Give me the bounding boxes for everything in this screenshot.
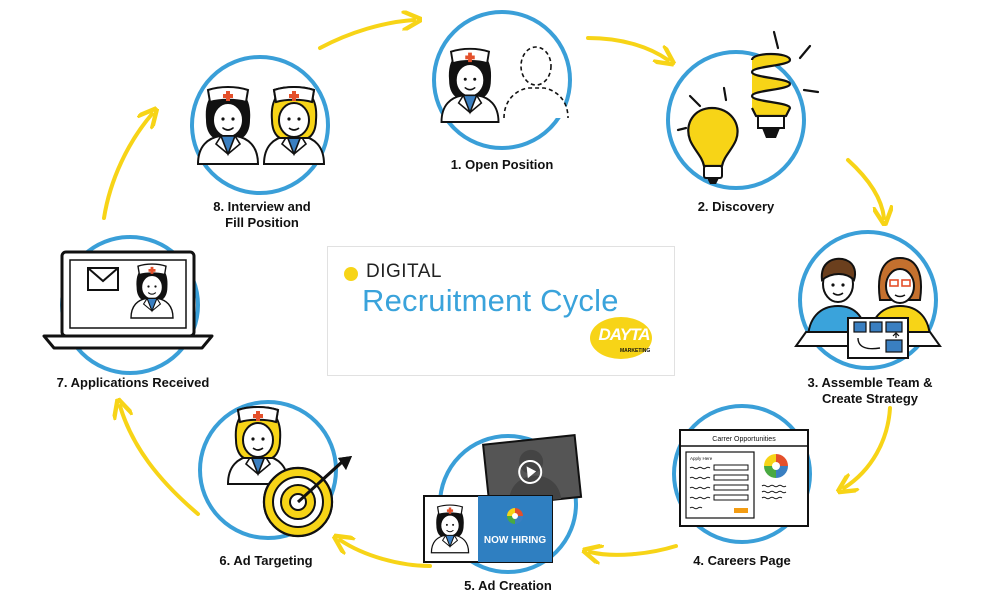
label-ad-targeting: 6. Ad Targeting — [219, 553, 313, 568]
sparkle-lines — [676, 30, 820, 132]
brand-subtitle: MARKETING — [620, 348, 651, 354]
play-icon — [518, 459, 543, 484]
arrow-7-to-8 — [102, 114, 152, 220]
arrow-1-to-2 — [586, 36, 668, 60]
careers-webpage-icon: Carrer Opportunities Apply Here — [679, 429, 809, 527]
cycle-arrows — [102, 20, 892, 568]
step-assemble-team — [794, 230, 942, 370]
now-hiring-text: NOW HIRING — [484, 535, 546, 546]
careers-header-text: Carrer Opportunities — [712, 436, 776, 443]
label-ad-creation: 5. Ad Creation — [464, 578, 552, 593]
step-discovery — [666, 30, 820, 190]
center-subtitle: DIGITAL — [366, 261, 442, 282]
brand-logo: DAYTA MARKETING — [590, 317, 652, 359]
label-careers-page: 4. Careers Page — [693, 553, 791, 568]
arrow-5-to-6 — [340, 540, 432, 568]
vacant-silhouette-icon — [503, 46, 569, 119]
step-interview — [190, 55, 330, 195]
apply-here-text: Apply Here — [690, 456, 713, 461]
cfl-bulb-icon — [750, 52, 792, 138]
hiring-ad-card-icon: NOW HIRING — [423, 495, 553, 563]
text-lines — [761, 484, 787, 500]
step-careers-page: Carrer Opportunities Apply Here — [672, 404, 812, 544]
label-assemble-team: 3. Assemble Team & Create Strategy — [807, 375, 933, 406]
arrow-6-to-7 — [120, 406, 200, 516]
arrow-8-to-1 — [318, 20, 414, 50]
center-title-card: DIGITAL Recruitment Cycle DAYTA MARKETIN… — [327, 246, 675, 376]
brand-logo-icon — [507, 508, 523, 524]
step-applications-received — [42, 235, 214, 375]
step-ad-targeting — [198, 400, 352, 540]
brand-logo-icon — [764, 454, 788, 478]
brand-name: DAYTA — [598, 325, 650, 344]
step-ad-creation: NOW HIRING — [423, 434, 583, 574]
center-title: Recruitment Cycle — [362, 283, 619, 318]
bulb-icon — [687, 106, 739, 184]
mail-icon — [87, 267, 119, 291]
apply-button-icon — [734, 508, 748, 513]
arrow-4-to-5 — [590, 546, 678, 555]
label-interview: 8. Interview and Fill Position — [213, 199, 311, 230]
laptop-icon — [42, 250, 214, 350]
arrow-2-to-3 — [846, 158, 884, 218]
label-open-position: 1. Open Position — [450, 157, 554, 172]
yellow-dot-icon — [344, 267, 358, 281]
label-discovery: 2. Discovery — [697, 199, 775, 214]
step-open-position — [432, 10, 572, 150]
label-applications-received: 7. Applications Received — [56, 375, 210, 390]
form-lines — [689, 464, 749, 510]
strategy-board-icon — [847, 317, 909, 359]
arrow-3-to-4 — [844, 406, 892, 488]
